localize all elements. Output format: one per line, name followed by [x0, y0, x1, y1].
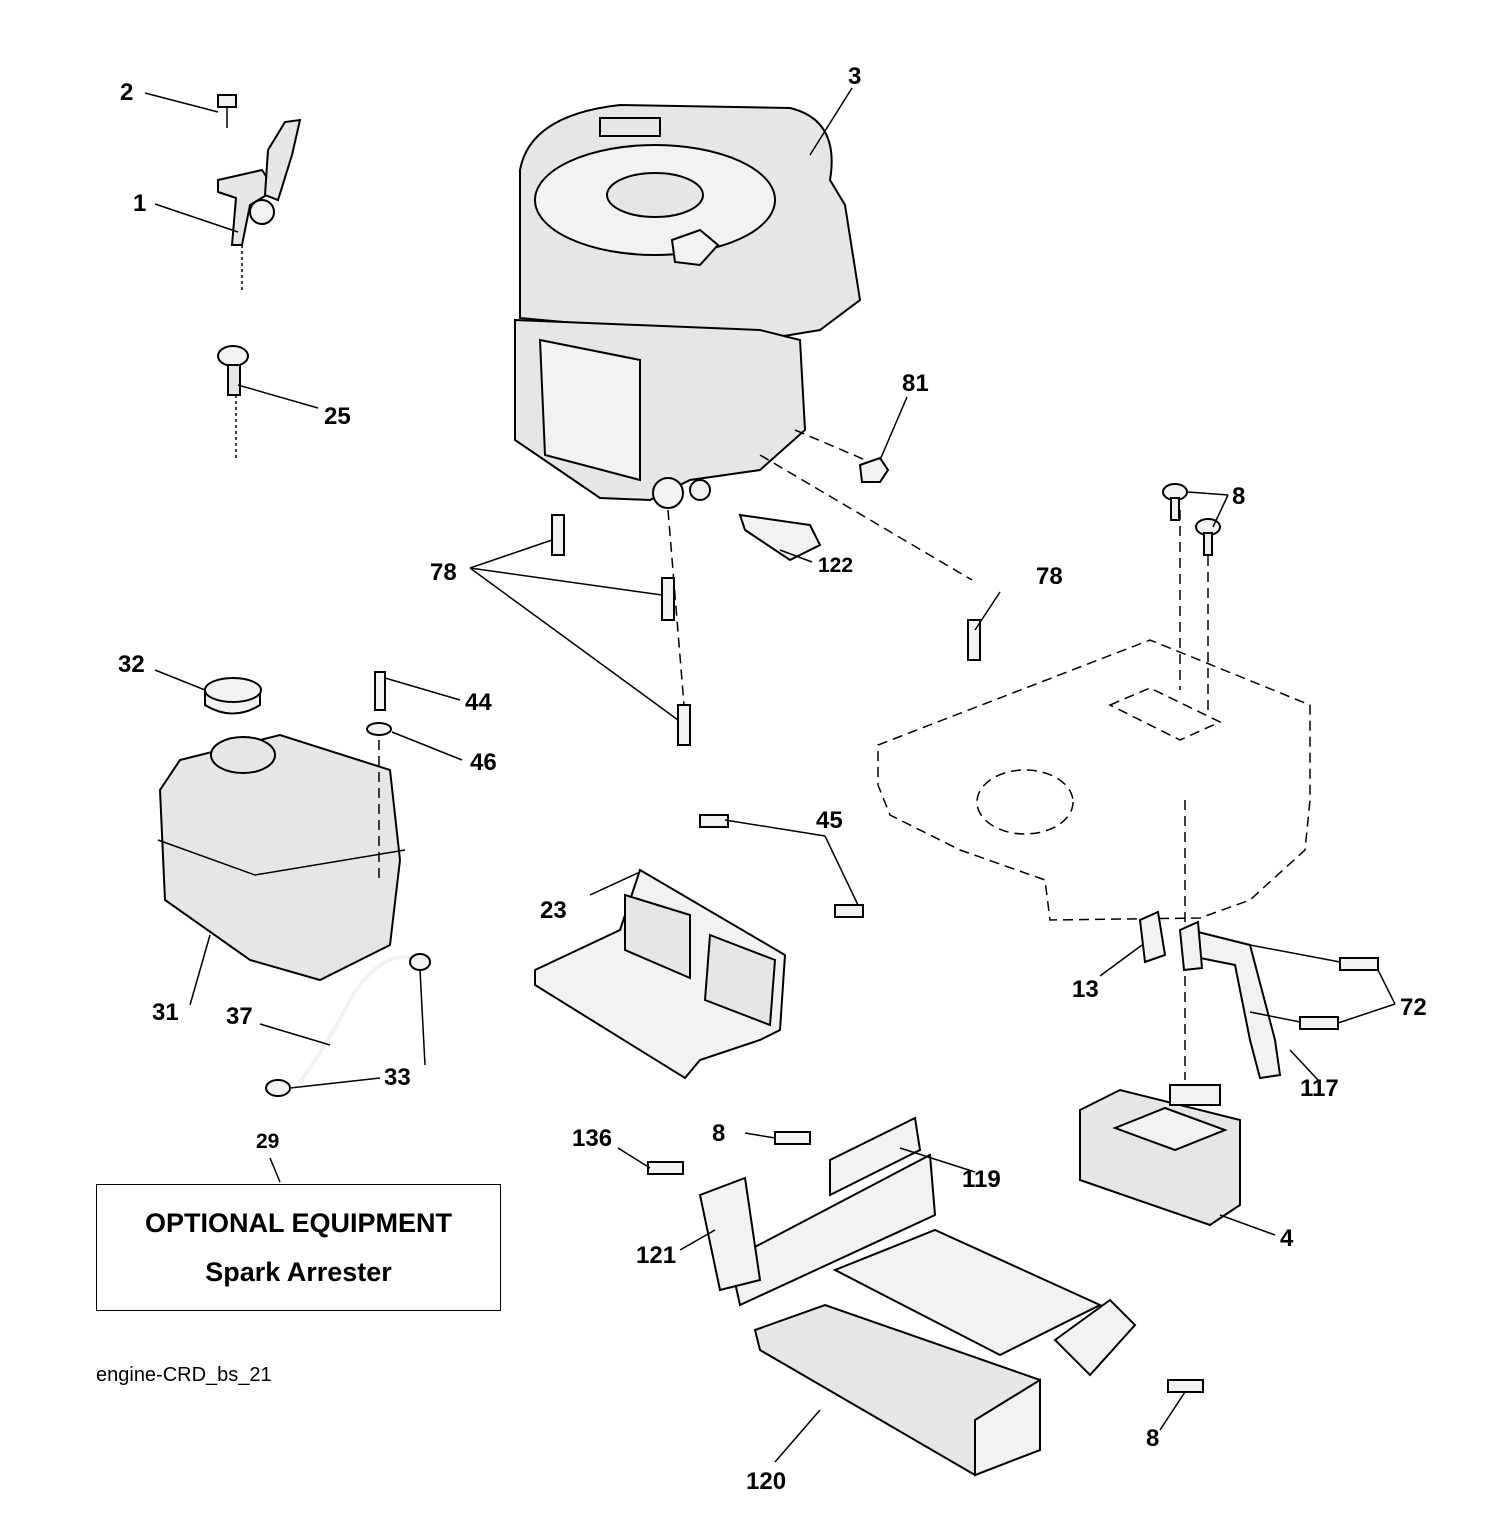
figure-id: engine-CRD_bs_21: [96, 1364, 272, 1386]
exhaust-pipe-part: [1138, 910, 1379, 1080]
callout-4: 4: [1280, 1225, 1294, 1252]
muffler-screws: [1162, 483, 1221, 556]
callout-122: 122: [818, 554, 853, 577]
callout-33: 33: [384, 1064, 411, 1091]
callout-2: 2: [120, 79, 133, 106]
nut-part: [858, 456, 890, 483]
callout-78-left: 78: [430, 559, 457, 586]
callout-37: 37: [226, 1003, 253, 1030]
callout-136: 136: [572, 1125, 612, 1152]
callout-1: 1: [133, 190, 146, 217]
callout-121: 121: [636, 1242, 676, 1269]
callout-46: 46: [470, 749, 497, 776]
callout-117: 117: [1300, 1075, 1339, 1102]
optional-equipment-box: OPTIONAL EQUIPMENT Spark Arrester: [96, 1184, 501, 1311]
callout-81: 81: [902, 370, 929, 397]
engine-part: [514, 103, 862, 509]
fuel-tank-part: [157, 671, 406, 982]
engine-mounting-plate: [877, 510, 1311, 1080]
cable-clip-part: [738, 513, 822, 562]
callout-45: 45: [816, 807, 843, 834]
callout-labels: 2 1 25 3 81 78 122 78 8 32 44 46 45 23 3…: [118, 63, 1427, 1495]
callout-120: 120: [746, 1468, 786, 1495]
callout-72: 72: [1400, 994, 1427, 1021]
optional-equipment-title: OPTIONAL EQUIPMENT: [144, 1207, 453, 1238]
callout-32: 32: [118, 651, 145, 678]
callout-23: 23: [540, 897, 567, 924]
leader-lines: [144, 87, 1396, 1463]
heat-shield-part: [534, 814, 864, 1080]
callout-8-middle: 8: [712, 1120, 725, 1147]
callout-3: 3: [848, 63, 861, 90]
guard-assembly-part: [647, 1116, 1204, 1477]
choke-control-part: [217, 345, 249, 460]
callout-29: 29: [256, 1130, 279, 1153]
callout-8-top: 8: [1232, 483, 1245, 510]
callout-25: 25: [324, 403, 351, 430]
engine-mounting-bolts: [551, 429, 981, 746]
throttle-control-part: [217, 94, 302, 290]
callout-31: 31: [152, 999, 179, 1026]
callout-119: 119: [962, 1166, 1001, 1193]
callout-44: 44: [465, 689, 492, 716]
muffler-part: [1079, 1084, 1241, 1227]
callout-8-bottom: 8: [1146, 1425, 1159, 1452]
callout-13: 13: [1072, 976, 1099, 1003]
callout-78-right: 78: [1036, 563, 1063, 590]
spark-arrester-label: Spark Arrester: [205, 1256, 392, 1287]
